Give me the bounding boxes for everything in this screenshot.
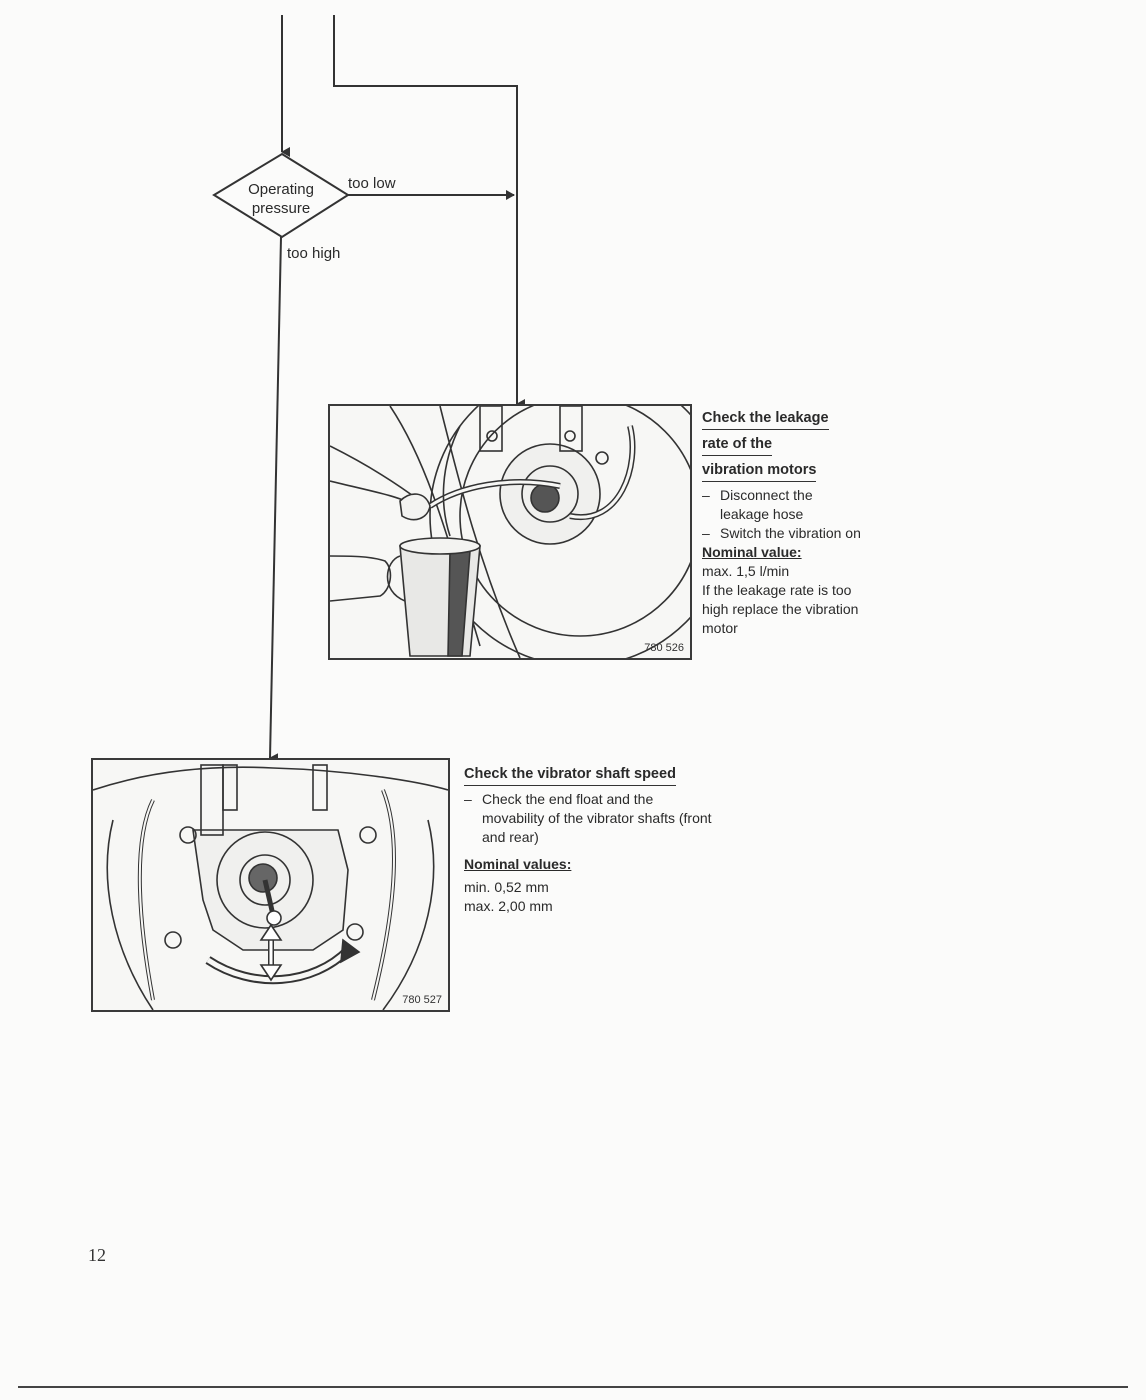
branch-too-high: too high <box>287 245 341 262</box>
leakage-heading-2: rate of the <box>702 435 773 456</box>
leakage-item-text: Switch the vibration on <box>720 525 861 541</box>
leakage-heading-1: Check the leakage <box>702 409 829 430</box>
leakage-nominal-value: max. 1,5 l/min <box>702 563 790 579</box>
bottom-rule <box>18 1386 1128 1388</box>
decision-line-2: pressure <box>251 200 311 217</box>
shaft-item: –Check the end float and the movability … <box>464 790 714 847</box>
shaft-value-max: max. 2,00 mm <box>464 898 553 914</box>
leakage-figure: 780 526 <box>328 404 692 660</box>
branch-too-low: too low <box>348 175 396 192</box>
too-high-line <box>269 236 282 764</box>
leakage-note: If the leakage rate is too high replace … <box>702 582 859 636</box>
leakage-figure-id: 780 526 <box>644 642 684 654</box>
leakage-heading-3: vibration motors <box>702 461 817 482</box>
shaft-value-min: min. 0,52 mm <box>464 879 549 895</box>
shaft-item-text: Check the end float and the movability o… <box>482 791 712 845</box>
leakage-item: –Disconnect the leakage hose <box>702 486 862 524</box>
decision-diamond <box>212 152 350 239</box>
decision-label: Operating pressure <box>222 180 340 218</box>
shaft-instructions: Check the vibrator shaft speed –Check th… <box>464 764 714 916</box>
leakage-item-text: Disconnect the leakage hose <box>720 487 813 522</box>
leakage-item: –Switch the vibration on <box>702 525 861 541</box>
shaft-figure: 780 527 <box>91 758 450 1012</box>
shaft-illustration <box>93 764 448 1010</box>
shaft-nominal-label: Nominal values: <box>464 856 572 872</box>
shaft-figure-id: 780 527 <box>402 994 442 1006</box>
leakage-illustration <box>330 406 690 658</box>
leakage-nominal-label: Nominal value: <box>702 544 802 560</box>
page-number: 12 <box>88 1245 106 1265</box>
leakage-instructions: Check the leakage rate of the vibration … <box>702 408 862 638</box>
shaft-heading: Check the vibrator shaft speed <box>464 765 676 786</box>
incoming-line-right <box>333 15 525 409</box>
decision-line-1: Operating <box>248 181 314 198</box>
